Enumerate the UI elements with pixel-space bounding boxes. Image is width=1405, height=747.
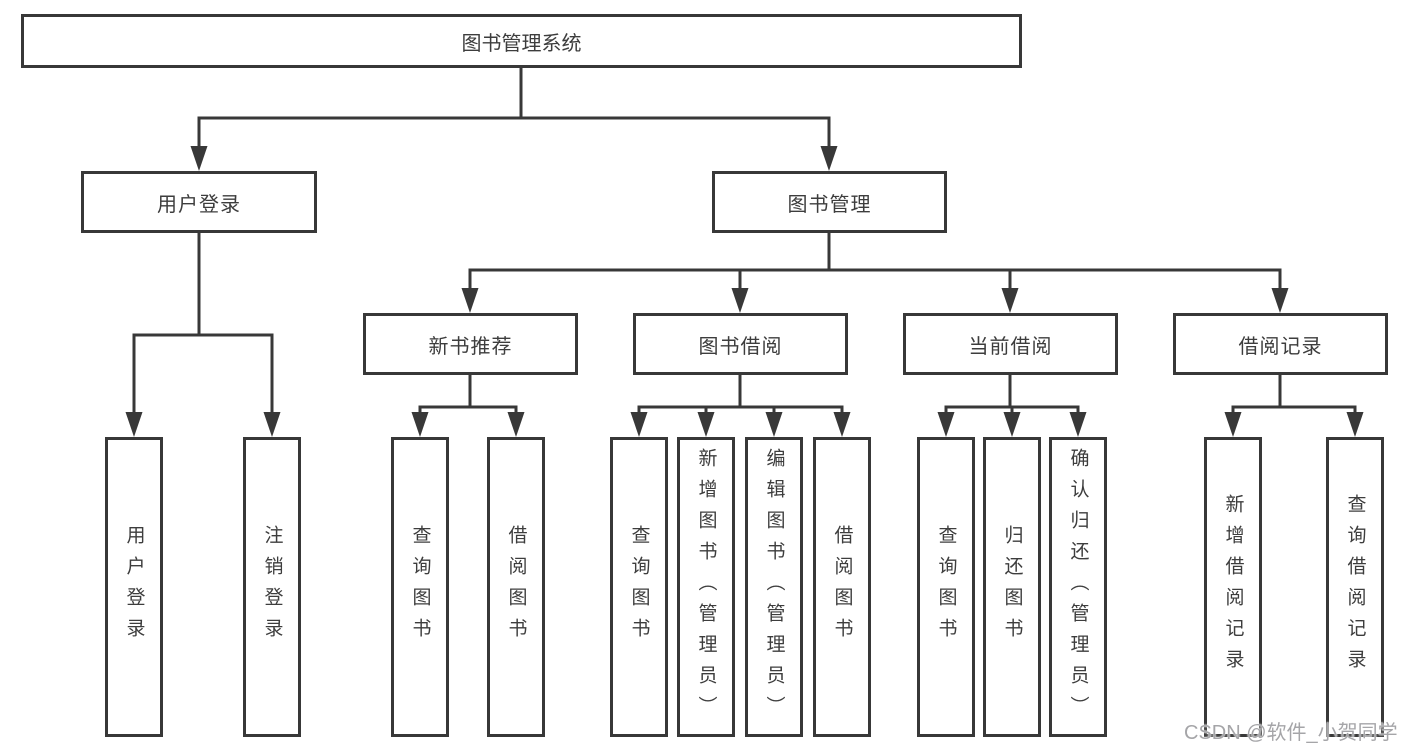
leaf-query-books-current: 查询图书 [917,437,975,737]
leaf-edit-book-admin: 编辑图书（管理员） [745,437,803,737]
leaf-label: 查询图书 [935,525,957,649]
leaf-label: 查询图书 [628,525,650,649]
leaf-label: 查询图书 [409,525,431,649]
leaf-logout: 注销登录 [243,437,301,737]
leaf-label: 用户登录 [123,525,145,649]
node-label: 借阅记录 [1238,335,1323,358]
leaf-label: 查询借阅记录 [1344,494,1366,680]
arrowhead-icon [411,412,429,437]
leaf-query-books-borrow: 查询图书 [610,437,668,737]
leaf-add-borrow-record: 新增借阅记录 [1204,437,1262,737]
node-current-borrow: 当前借阅 [903,313,1118,375]
leaf-label: 借阅图书 [831,525,853,649]
arrowhead-icon [125,412,143,437]
leaf-add-book-admin: 新增图书（管理员） [677,437,735,737]
leaf-label: 新增借阅记录 [1222,494,1244,680]
arrowhead-icon [190,146,208,171]
arrowhead-icon [263,412,281,437]
connector-book-borrow [637,373,844,422]
arrowhead-icon [697,412,715,437]
leaf-label: 注销登录 [261,525,283,649]
arrowhead-icon [1271,288,1289,313]
arrowhead-icon [1003,412,1021,437]
leaf-query-borrow-record: 查询借阅记录 [1326,437,1384,737]
node-label: 图书借阅 [698,335,783,358]
node-new-book-recommend: 新书推荐 [363,313,578,375]
arrowhead-icon [731,288,749,313]
leaf-return-book: 归还图书 [983,437,1041,737]
node-label: 新书推荐 [428,335,513,358]
leaf-label: 归还图书 [1001,525,1023,649]
arrowhead-icon [820,146,838,171]
connector-borrow-records [1231,373,1357,422]
connector-book-management [468,231,1282,294]
node-book-borrow: 图书借阅 [633,313,848,375]
node-label: 图书管理 [787,193,872,216]
arrowhead-icon [833,412,851,437]
node-root: 图书管理系统 [21,14,1022,68]
arrowhead-icon [1224,412,1242,437]
connector-new-book [418,373,518,422]
arrowhead-icon [507,412,525,437]
arrowhead-icon [1069,412,1087,437]
node-user-login: 用户登录 [81,171,317,233]
leaf-label: 确认归还（管理员） [1067,447,1089,727]
arrowhead-icon [937,412,955,437]
arrowhead-icon [1346,412,1364,437]
arrowhead-icon [765,412,783,437]
arrowhead-icon [1001,288,1019,313]
leaf-label: 借阅图书 [505,525,527,649]
leaf-user-login: 用户登录 [105,437,163,737]
leaf-label: 新增图书（管理员） [695,447,717,727]
leaf-confirm-return-admin: 确认归还（管理员） [1049,437,1107,737]
leaf-label: 编辑图书（管理员） [763,447,785,727]
node-borrow-records: 借阅记录 [1173,313,1388,375]
leaf-borrow-books-recommend: 借阅图书 [487,437,545,737]
arrowhead-icon [461,288,479,313]
leaf-query-books-recommend: 查询图书 [391,437,449,737]
node-label: 用户登录 [157,193,241,216]
watermark: CSDN @软件_小贺同学 [1184,722,1398,744]
node-root-label: 图书管理系统 [461,32,582,55]
connector-root [197,66,831,152]
node-label: 当前借阅 [968,335,1053,358]
node-book-management: 图书管理 [712,171,947,233]
arrowhead-icon [630,412,648,437]
leaf-borrow-books: 借阅图书 [813,437,871,737]
connector-user-login [132,231,274,418]
